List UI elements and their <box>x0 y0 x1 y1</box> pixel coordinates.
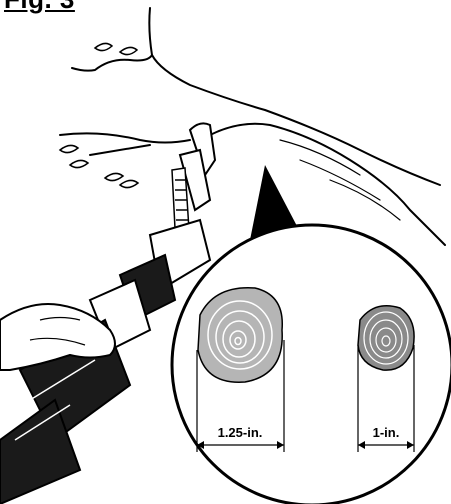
leaves <box>60 43 138 187</box>
dimension-label-small: 1-in. <box>373 425 400 440</box>
tree-branch <box>60 8 445 245</box>
small-wood-section <box>358 306 414 370</box>
large-wood-section <box>198 288 282 383</box>
dimension-label-large: 1.25-in. <box>218 425 263 440</box>
